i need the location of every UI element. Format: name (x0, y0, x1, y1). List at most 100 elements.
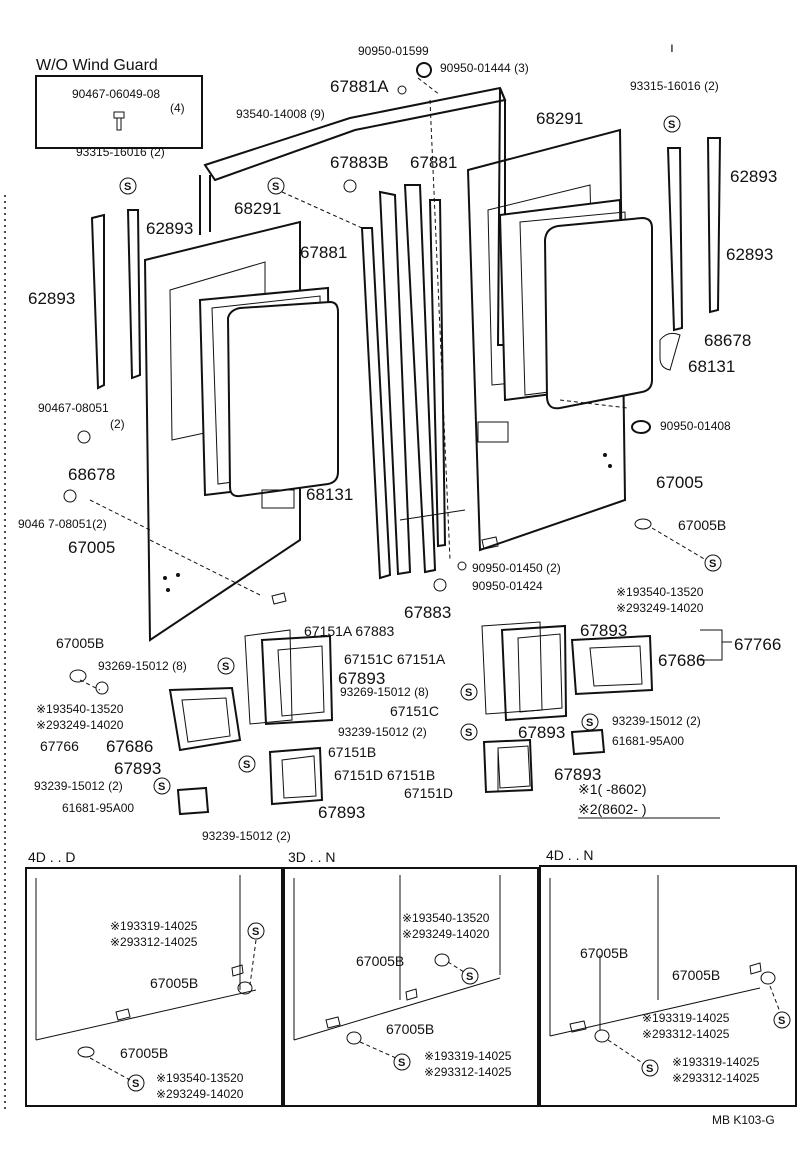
label-67766-left: 67766 (40, 738, 79, 754)
label-67893-d: 67893 (114, 759, 161, 778)
svg-text:S: S (222, 661, 229, 673)
label-67686-left: 67686 (106, 737, 153, 756)
svg-text:S: S (124, 181, 131, 193)
panel-title: 4D . . N (546, 847, 593, 863)
screw-icon: S (267, 177, 285, 195)
panel-label: ※293312-14025 (110, 935, 198, 949)
label-68131-left: 68131 (306, 485, 353, 504)
left-door-assembly (143, 86, 507, 642)
label-68291-left: 68291 (234, 199, 281, 218)
svg-text:S: S (465, 687, 472, 699)
label-67766-right: 67766 (734, 635, 781, 654)
svg-text:S: S (158, 781, 165, 793)
label-193540-13520-a: ※193540-13520 (616, 585, 704, 599)
svg-text:S: S (243, 759, 250, 771)
screw-icon: S (217, 657, 235, 675)
legend-row-2: ※2(8602- ) (578, 801, 647, 817)
label-67686-right: 67686 (658, 651, 705, 670)
right-door-glass (543, 216, 653, 410)
label-67881A: 67881A (330, 77, 389, 96)
panel-label: ※293249-14020 (156, 1087, 244, 1101)
label-93239-15012-a: 93239-15012 (2) (612, 714, 701, 728)
label-67893-c: 67893 (518, 723, 565, 742)
label-67883: 67883 (404, 603, 451, 622)
label-93239-15012-d: 93239-15012 (2) (202, 829, 291, 843)
label-67005-right: 67005 (656, 473, 703, 492)
label-62893-r1: 62893 (730, 167, 777, 186)
label-293249-14020-b: ※293249-14020 (36, 718, 124, 732)
label-193540-13520-b: ※193540-13520 (36, 702, 124, 716)
svg-text:S: S (272, 181, 279, 193)
label-67881-top: 67881 (410, 153, 457, 172)
panel-label: 67005B (386, 1021, 434, 1037)
panel-label: 67005B (356, 953, 404, 969)
lamp-frames-right (481, 621, 654, 794)
label-67893-e: 67893 (554, 765, 601, 784)
label-67893-f: 67893 (318, 803, 365, 822)
panel-label: ※293249-14020 (402, 927, 490, 941)
label-67151C: 67151C (390, 703, 439, 719)
label-67151D-b: 67151D (404, 785, 453, 801)
label-293249-14020-a: ※293249-14020 (616, 601, 704, 615)
label-93540-14008: 93540-14008 (9) (236, 107, 325, 121)
label-90950-01408: 90950-01408 (660, 419, 731, 433)
panel-label: ※193319-14025 (424, 1049, 512, 1063)
panel-label: ※193319-14025 (672, 1055, 760, 1069)
label-68678-right: 68678 (704, 331, 751, 350)
panel-label: 67005B (580, 945, 628, 961)
inset-wo-wind-guard: W/O Wind Guard 90467-06049-08 (4) (35, 57, 203, 149)
screw-icon: S (238, 755, 256, 773)
label-61681-95A00-left: 61681-95A00 (62, 801, 134, 815)
label-93315-16016-right: 93315-16016 (2) (630, 79, 719, 93)
label-90467-08051-a-qty: (2) (110, 417, 125, 431)
panel-4d-d: 4D . . D S S ※193319-14025 ※293312-14025… (25, 849, 283, 1107)
panel-4d-n: 4D . . N S S 67005B 67005B ※193319-14025… (539, 847, 797, 1107)
label-67005B-left: 67005B (56, 635, 104, 651)
panel-label: ※193319-14025 (110, 919, 198, 933)
screw-icon: S (581, 713, 599, 731)
panel-label: ※193540-13520 (156, 1071, 244, 1085)
svg-text:S: S (709, 558, 716, 570)
label-68291-right: 68291 (536, 109, 583, 128)
screw-icon: S (119, 177, 137, 195)
right-door-panel (466, 128, 627, 552)
label-62893-r2: 62893 (726, 245, 773, 264)
label-93239-15012-c: 93239-15012 (2) (34, 779, 123, 793)
label-90950-01444: 90950-01444 (3) (440, 61, 529, 75)
inset-part-no: 90467-06049-08 (72, 87, 160, 101)
label-90467-08051-b: 9046 7-08051(2) (18, 517, 107, 531)
inset-qty: (4) (170, 101, 185, 115)
svg-text:S: S (132, 1078, 139, 1090)
left-door-panel (143, 220, 301, 642)
right-door-assembly (466, 128, 653, 552)
screw-icon: S (704, 554, 722, 572)
legend-row-1: ※1( -8602) (578, 781, 647, 797)
screw-icon: S (153, 777, 171, 795)
panel-3d-n: 3D . . N S S ※193540-13520 ※293249-14020… (283, 849, 539, 1107)
label-93269-15012-b: 93269-15012 (8) (340, 685, 429, 699)
svg-text:S: S (465, 727, 472, 739)
screw-icon: S (663, 115, 681, 133)
label-93315-16016-left: 93315-16016 (2) (76, 145, 165, 159)
label-90950-01450: 90950-01450 (2) (472, 561, 561, 575)
label-61681-95A00-right: 61681-95A00 (612, 734, 684, 748)
panel-label: ※293312-14025 (672, 1071, 760, 1085)
header-mark: ı (670, 39, 674, 55)
label-67151A-67883: 67151A 67883 (304, 623, 395, 639)
screw-icon: S (460, 723, 478, 741)
lamp-frames-left (168, 629, 334, 816)
label-93239-15012-b: 93239-15012 (2) (338, 725, 427, 739)
panel-label: ※293312-14025 (642, 1027, 730, 1041)
panel-label: 67005B (672, 967, 720, 983)
label-90950-01424: 90950-01424 (472, 579, 543, 593)
svg-text:S: S (586, 717, 593, 729)
label-62893-l1: 62893 (146, 219, 193, 238)
label-67151D-67151B: 67151D 67151B (334, 767, 435, 783)
label-67151C-67151A: 67151C 67151A (344, 651, 446, 667)
svg-text:S: S (252, 926, 259, 938)
center-weatherstrips (360, 87, 506, 580)
svg-text:S: S (668, 119, 675, 131)
label-67151B-a: 67151B (328, 744, 376, 760)
right-hinges (659, 137, 722, 371)
